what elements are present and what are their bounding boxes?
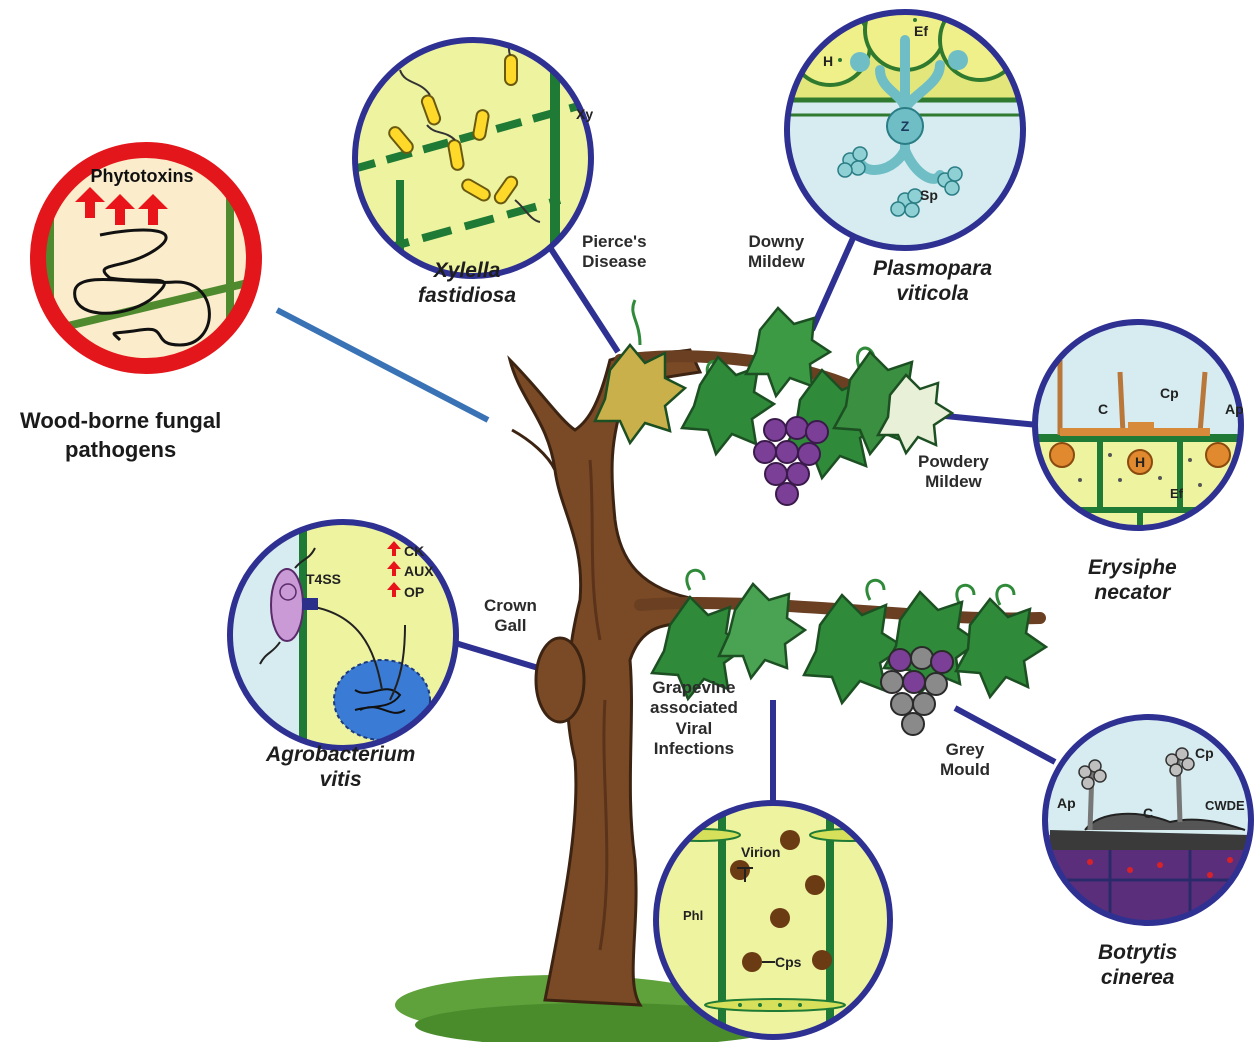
virion-label: Virion — [741, 844, 780, 860]
pierces-disease-label: Pierce's Disease — [582, 232, 647, 273]
mouldy-grape-cluster — [881, 647, 953, 735]
aux-label: AUX — [404, 563, 434, 579]
xy-label: Xy — [576, 106, 593, 122]
h-label: H — [1135, 454, 1145, 470]
woodborne-connector — [277, 310, 488, 420]
botrytis-inset: Cp Ap C CWDE — [1040, 717, 1259, 938]
op-label: OP — [404, 584, 424, 600]
woodborne-pathogens-label: Wood-borne fungal pathogens — [20, 407, 221, 464]
erysiphe-inset: C Cp Ap H Ef — [1030, 322, 1250, 560]
ck-label: CK — [404, 543, 424, 559]
plasmopara-inset: Ef H Z Sp — [780, 0, 1040, 248]
h-label: H — [823, 53, 833, 69]
grey-mould-label: Grey Mould — [940, 740, 990, 781]
ef-label: Ef — [914, 23, 928, 39]
sp-label: Sp — [920, 187, 938, 203]
purple-grape-cluster — [754, 417, 828, 505]
t4ss-label: T4SS — [306, 571, 341, 587]
crown-gall-label: Crown Gall — [484, 596, 537, 637]
agrobacterium-name: Agrobacterium vitis — [266, 742, 415, 792]
ap-label: Ap — [1225, 401, 1244, 417]
agrobacterium-inset: T4SS CK AUX OP — [225, 520, 456, 760]
z-label: Z — [901, 118, 910, 134]
c-label: C — [1143, 805, 1153, 821]
cwde-label: CWDE — [1205, 798, 1245, 813]
cps-label: Cps — [775, 954, 802, 970]
phytotoxins-label: Phytotoxins — [90, 166, 193, 186]
powdery-mildew-label: Powdery Mildew — [918, 452, 989, 493]
cp-label: Cp — [1195, 745, 1214, 761]
xylella-inset: Xy — [350, 25, 600, 280]
cp-label: Cp — [1160, 385, 1179, 401]
woodborne-inset: Phytotoxins — [30, 150, 260, 370]
phl-label: Phl — [683, 908, 703, 923]
plasmopara-name: Plasmopara viticola — [873, 256, 992, 306]
downy-mildew-label: Downy Mildew — [748, 232, 805, 273]
viral-infections-label: Grapevine associated Viral Infections — [650, 678, 738, 760]
ef-label: Ef — [1170, 486, 1184, 501]
ap-label: Ap — [1057, 795, 1076, 811]
xylella-name: Xylella fastidiosa — [418, 258, 516, 308]
c-label: C — [1098, 401, 1108, 417]
viral-inset: Virion Phl Cps — [656, 800, 890, 1042]
erysiphe-name: Erysiphe necator — [1088, 555, 1177, 605]
botrytis-name: Botrytis cinerea — [1098, 940, 1177, 990]
